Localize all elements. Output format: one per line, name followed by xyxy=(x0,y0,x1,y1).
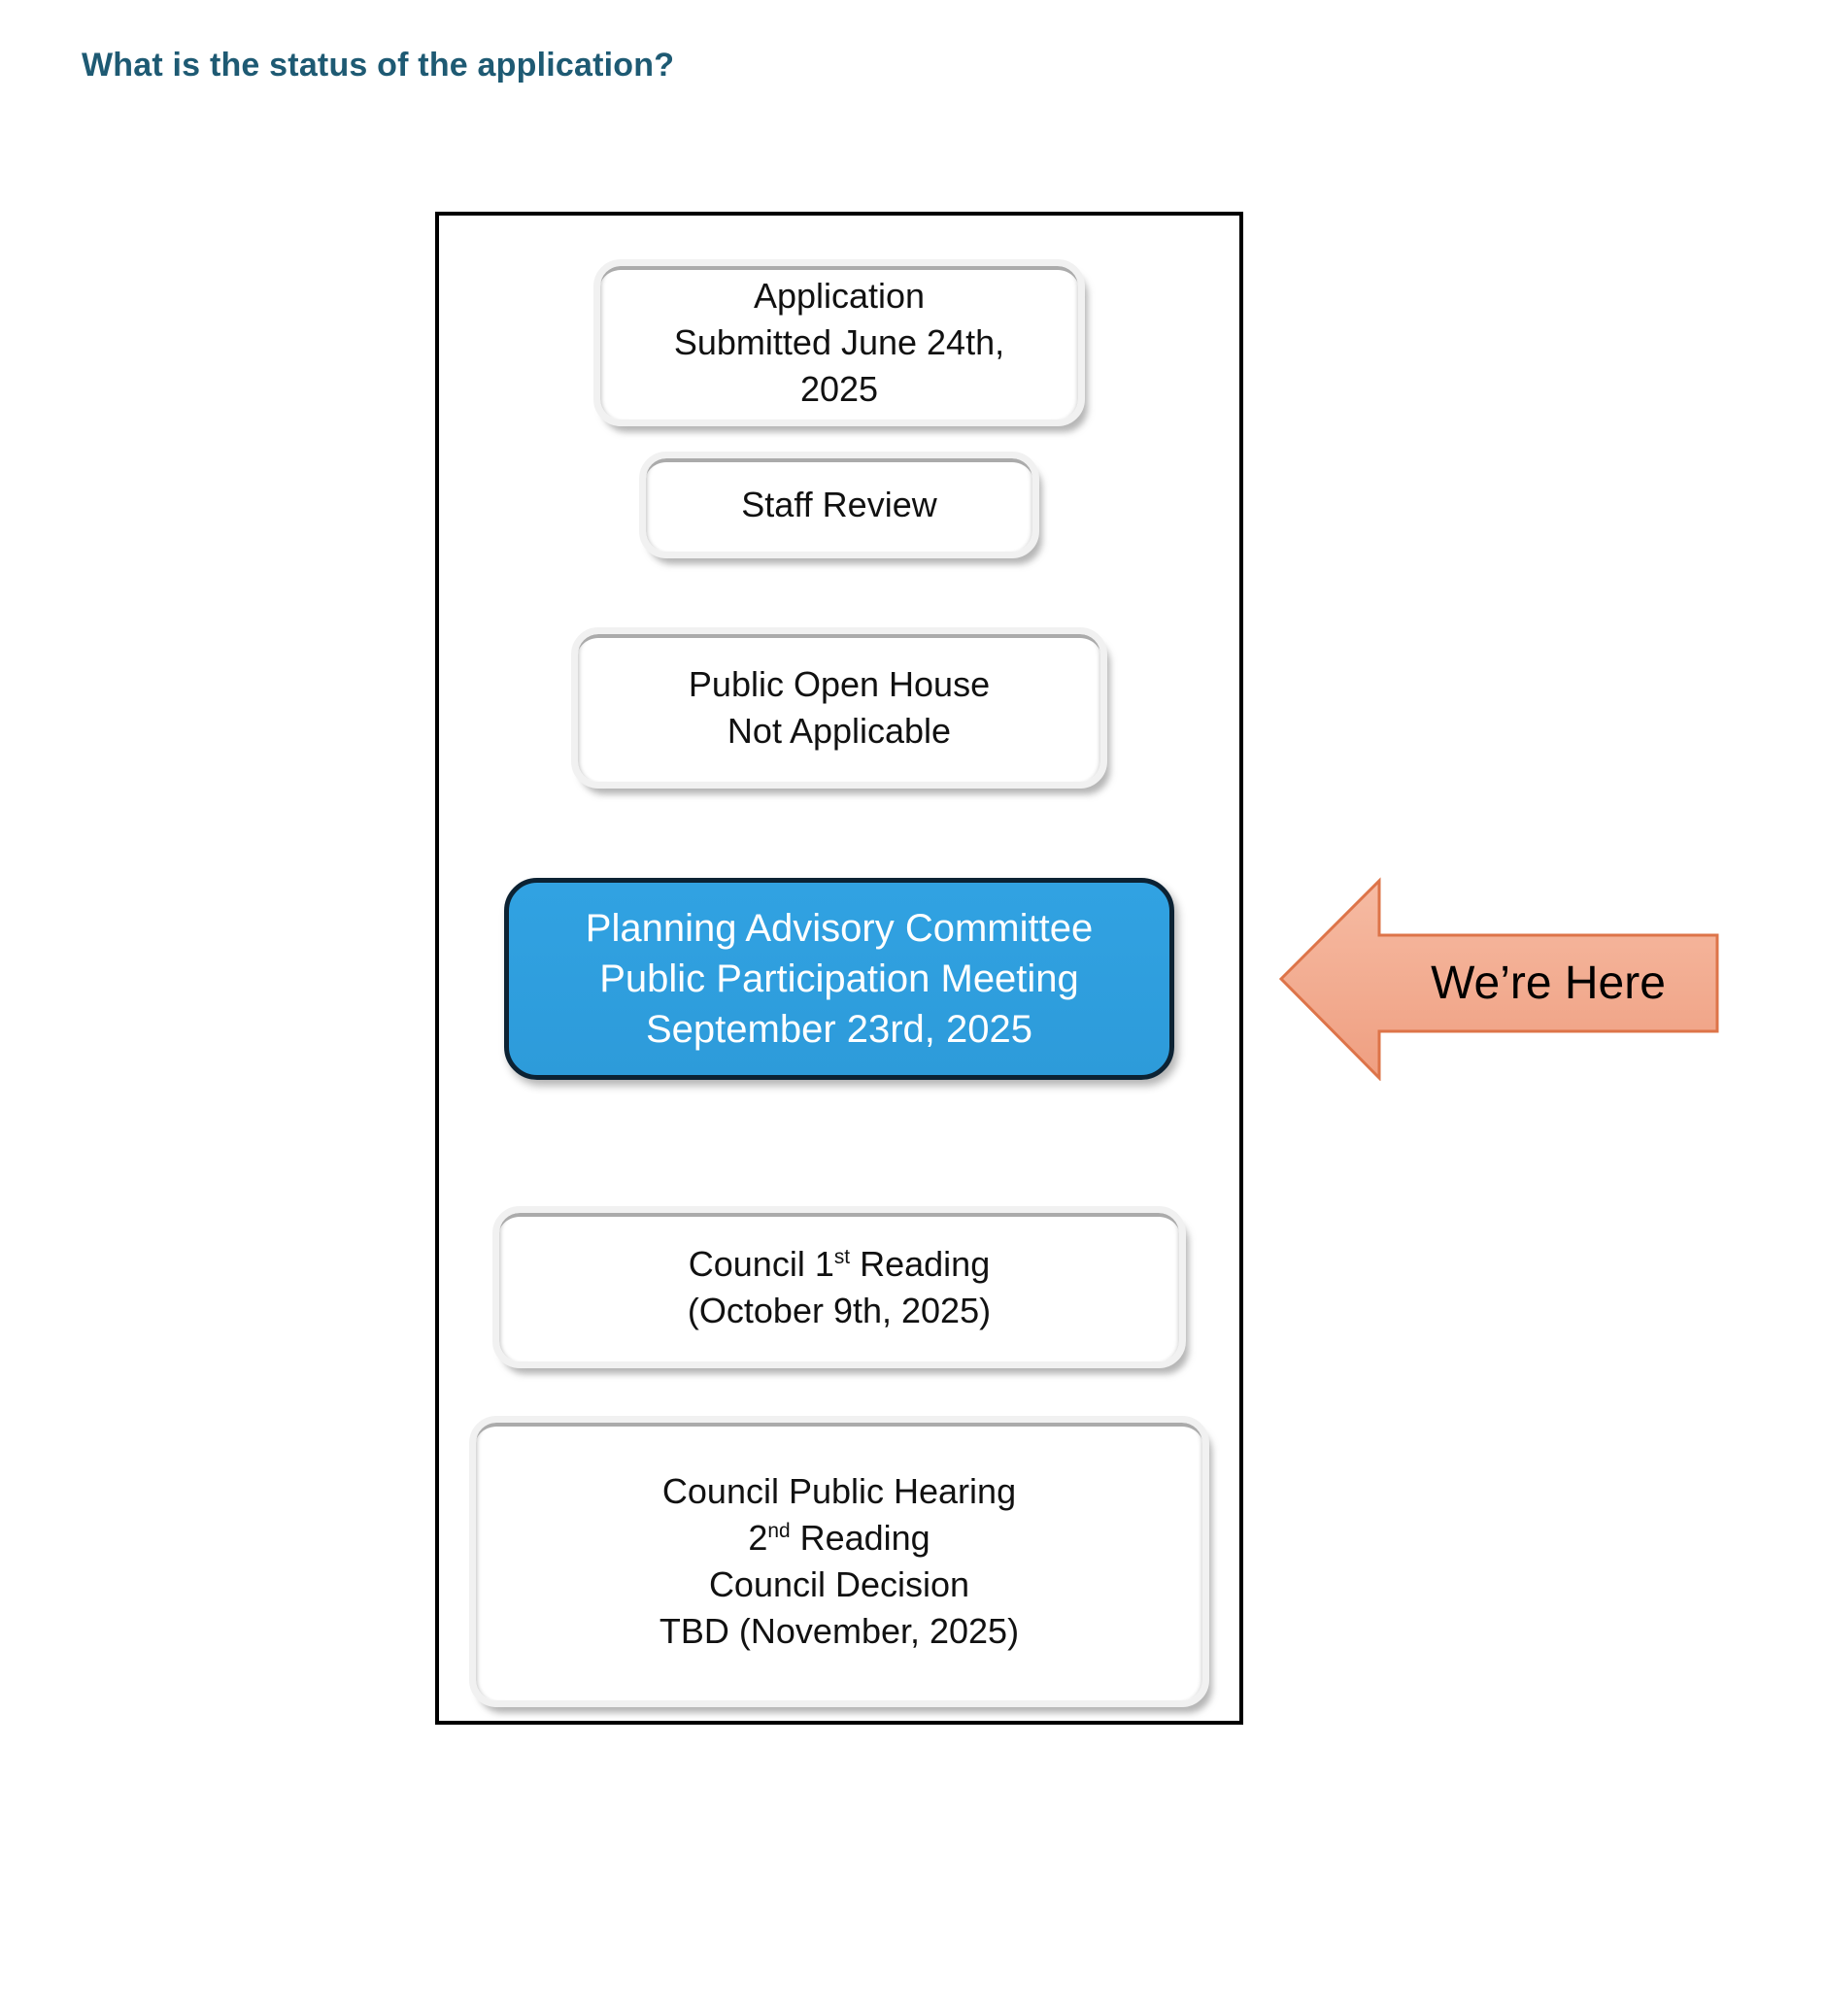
stage-line: Submitted June 24th, xyxy=(673,322,1005,362)
stage-line: Staff Review xyxy=(741,485,937,524)
ordinal-superscript: nd xyxy=(767,1520,791,1542)
ordinal-superscript: st xyxy=(833,1245,851,1268)
stage-line: 2025 xyxy=(799,369,879,409)
were-here-label: We’re Here xyxy=(1431,958,1666,1009)
stage-line: Planning Advisory Committee xyxy=(585,907,1094,950)
stage-council-public-hearing: Council Public Hearing 2nd Reading Counc… xyxy=(469,1416,1209,1707)
left-arrow-shape xyxy=(1278,877,1719,1081)
flowchart-container: Application Submitted June 24th, 2025 St… xyxy=(435,212,1243,1725)
stage-public-open-house: Public Open House Not Applicable xyxy=(571,627,1107,789)
stage-line: Application xyxy=(753,276,926,316)
stage-line: Not Applicable xyxy=(727,711,952,751)
stage-line: Public Participation Meeting xyxy=(599,958,1079,1000)
stage-staff-review: Staff Review xyxy=(639,452,1039,558)
stage-line: TBD (November, 2025) xyxy=(659,1611,1020,1651)
stage-line: 2nd Reading xyxy=(748,1518,930,1558)
stage-line: Council Public Hearing xyxy=(661,1471,1017,1511)
stage-line: (October 9th, 2025) xyxy=(687,1290,992,1330)
stage-council-first-reading: Council 1st Reading (October 9th, 2025) xyxy=(492,1206,1186,1368)
stage-pac-public-participation-meeting: Planning Advisory Committee Public Parti… xyxy=(504,878,1174,1080)
were-here-arrow: We’re Here xyxy=(1278,875,1721,1081)
stage-line: Council Decision xyxy=(708,1564,970,1604)
stage-line: Council 1st Reading xyxy=(688,1243,991,1284)
page-title: What is the status of the application? xyxy=(82,47,675,84)
stage-line: Public Open House xyxy=(688,664,991,704)
stage-application-submitted: Application Submitted June 24th, 2025 xyxy=(593,259,1085,426)
stage-line: September 23rd, 2025 xyxy=(645,1008,1033,1051)
